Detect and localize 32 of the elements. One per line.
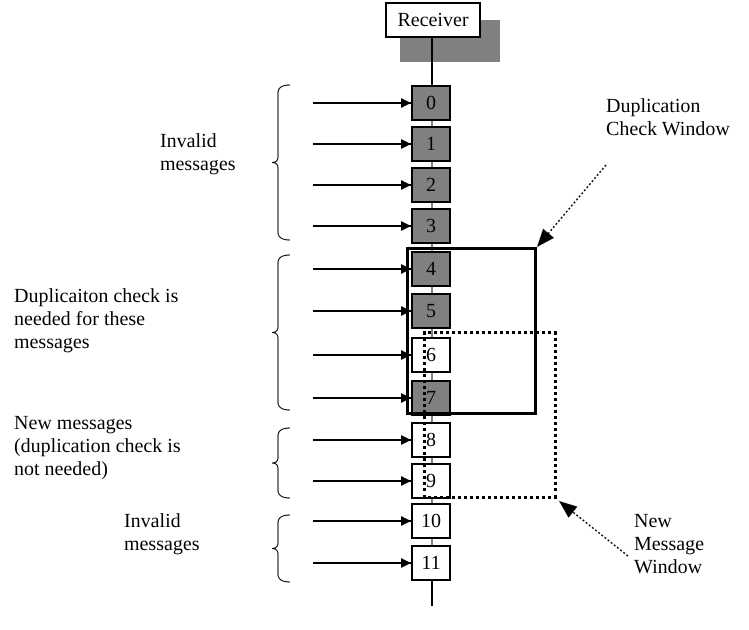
window-frame [406,247,537,415]
arrow [313,139,411,149]
arrow [313,264,411,274]
message-slot: 3 [411,208,451,244]
arrow [313,221,411,231]
leader-arrow [536,164,607,248]
arrow [313,306,411,316]
message-slot: 0 [411,85,451,121]
window-label: New Message Window [634,510,734,582]
arrow [313,435,411,445]
message-slot: 2 [411,167,451,203]
arrow [313,98,411,108]
message-slot: 1 [411,126,451,162]
arrow [313,350,411,360]
message-slot: 10 [411,503,451,539]
annotation-text: Duplicaiton check is needed for these messages [14,285,180,354]
annotation-text: Invalid messages [160,130,237,176]
message-slot: 8 [411,422,451,458]
connector-line [431,38,433,85]
annotation-text: New messages (duplication check is not needed) [14,412,182,481]
arrow [313,180,411,190]
receiver-box: Receiver [385,2,481,38]
arrow [313,393,411,403]
annotation-text: Invalid messages [124,510,201,556]
arrow [313,516,411,526]
window-frame [423,331,557,499]
message-slot: 9 [411,463,451,499]
message-slot: 11 [411,545,451,581]
leader-arrow [558,500,628,557]
arrow [313,476,411,486]
arrow [313,558,411,568]
window-label: Duplication Check Window [606,95,741,167]
